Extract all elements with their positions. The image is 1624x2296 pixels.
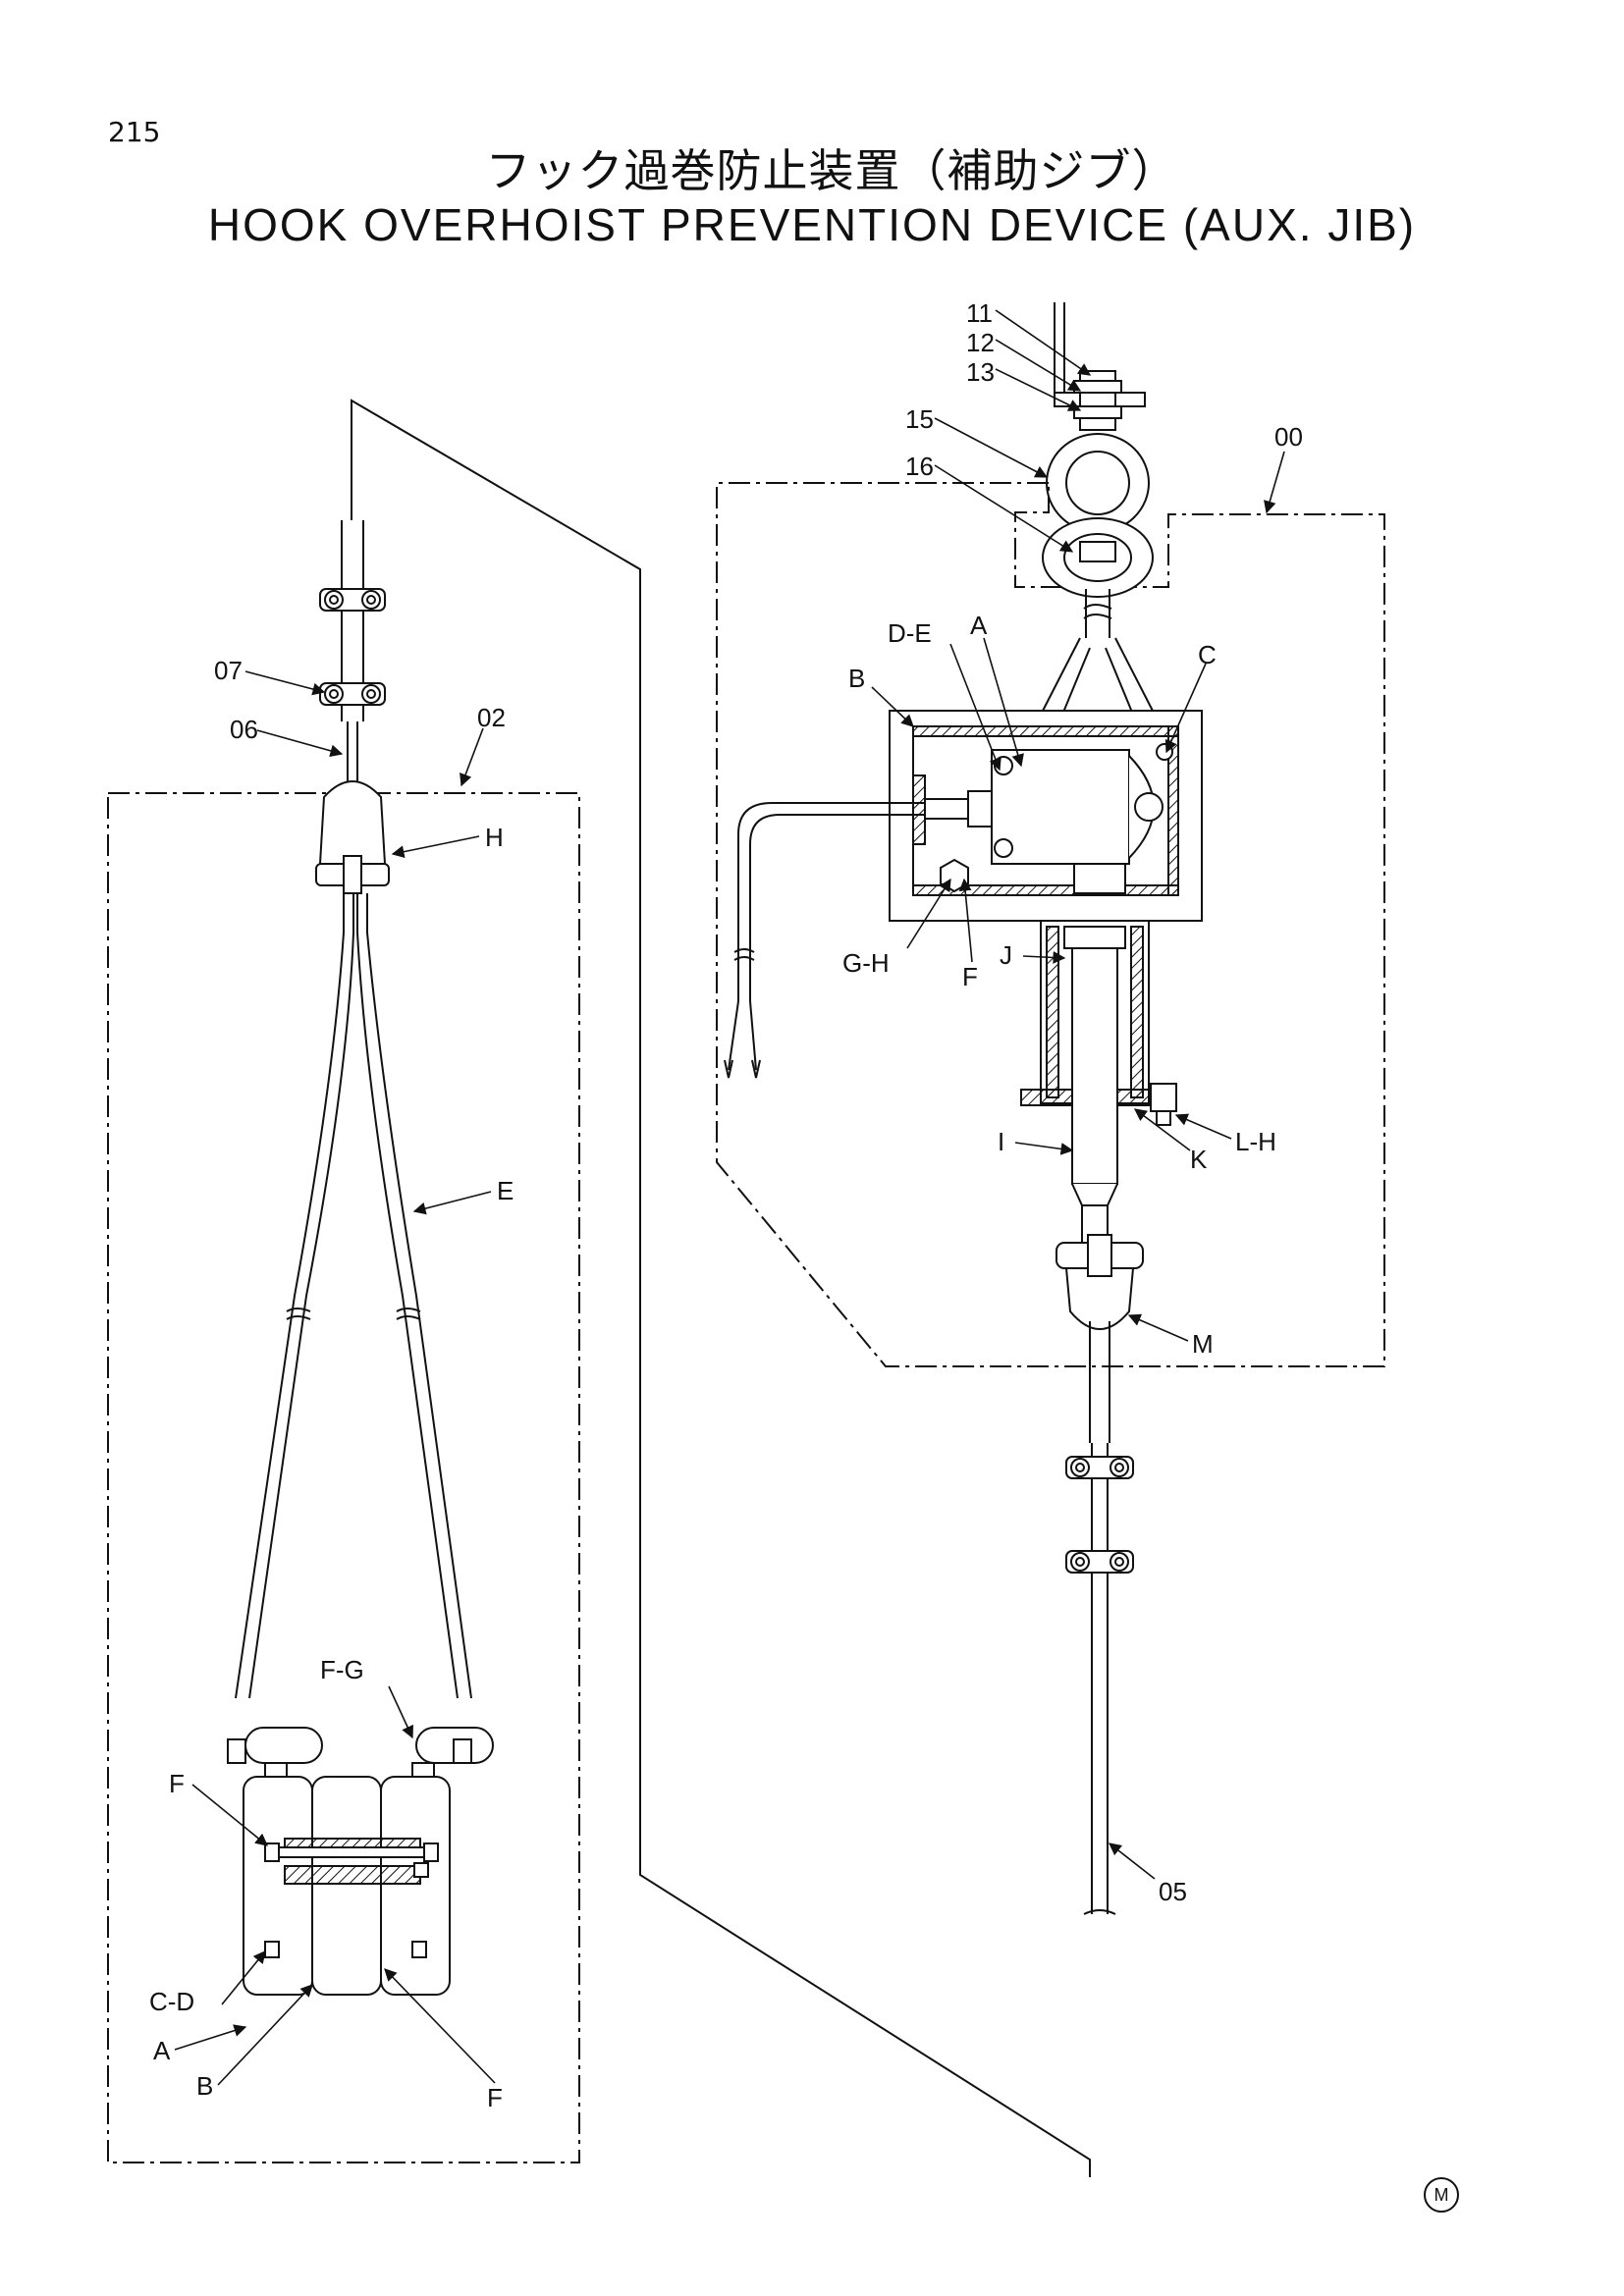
callout-c: C	[1198, 640, 1217, 669]
callout-a-right: A	[970, 611, 988, 640]
page-number: 215	[108, 116, 161, 148]
assembly-frame	[351, 399, 1091, 2177]
right-leaders	[871, 309, 1285, 1880]
maker-mark: M	[1424, 2177, 1459, 2213]
page-title-japanese: フック過巻防止装置（補助ジブ）	[485, 144, 1178, 197]
callout-h: H	[485, 823, 504, 852]
callout-13: 13	[966, 357, 995, 387]
callout-16: 16	[905, 452, 934, 481]
weight-body	[227, 1727, 494, 1996]
switch-housing	[889, 710, 1203, 922]
callout-15: 15	[905, 404, 934, 434]
shackle-m	[1056, 1234, 1144, 1330]
callout-06: 06	[230, 715, 258, 744]
shackle-h	[315, 780, 390, 894]
right-assembly: 11 12 13 15 16 00 D-E A C B G-H F J I K …	[716, 298, 1385, 1915]
callout-k: K	[1190, 1145, 1208, 1174]
callout-g-h: G-H	[842, 948, 890, 978]
callout-12: 12	[966, 328, 995, 357]
wire-clip-lower-right-1	[1065, 1456, 1134, 1479]
callout-05: 05	[1159, 1877, 1187, 1906]
callout-a-left: A	[153, 2036, 171, 2065]
callout-f-lower: F	[487, 2083, 503, 2112]
callout-j: J	[1000, 940, 1012, 970]
left-leaders	[174, 670, 496, 2086]
callout-d-e: D-E	[888, 618, 932, 648]
wire-clip-lower-right-2	[1065, 1550, 1134, 1574]
cable	[724, 802, 925, 1079]
page-title-english: HOOK OVERHOIST PREVENTION DEVICE (AUX. J…	[207, 199, 1417, 250]
rod-i	[1071, 947, 1118, 1246]
callout-11: 11	[966, 298, 993, 328]
right-callout-labels: 11 12 13 15 16 00 D-E A C B G-H F J I K …	[842, 298, 1303, 1906]
callout-f-g: F-G	[320, 1655, 364, 1684]
callout-m: M	[1192, 1329, 1214, 1359]
swivel-links	[1040, 433, 1156, 716]
left-callout-labels: 07 06 02 H E F-G F C-D A B F	[149, 656, 514, 2112]
callout-f-upper: F	[169, 1769, 185, 1798]
callout-02: 02	[477, 703, 506, 732]
wire-clip-upper	[319, 588, 386, 612]
callout-i: I	[998, 1127, 1004, 1156]
suspension-rods-e	[235, 893, 472, 1699]
callout-f-right: F	[962, 962, 978, 991]
callout-l-h: L-H	[1235, 1127, 1276, 1156]
wire-rope-top	[341, 520, 364, 790]
callout-00: 00	[1274, 422, 1303, 452]
wire-clip-lower	[319, 682, 386, 706]
callout-07: 07	[214, 656, 243, 685]
wire-rope-bottom	[1083, 1321, 1116, 1915]
callout-e: E	[497, 1176, 514, 1205]
left-assembly: 07 06 02 H E F-G F C-D A B F	[107, 520, 580, 2163]
top-bracket	[1054, 302, 1146, 431]
callout-b-right: B	[848, 664, 865, 693]
callout-c-d: C-D	[149, 1987, 194, 2016]
callout-b-left: B	[196, 2071, 213, 2101]
boundary-00	[716, 482, 1385, 1367]
